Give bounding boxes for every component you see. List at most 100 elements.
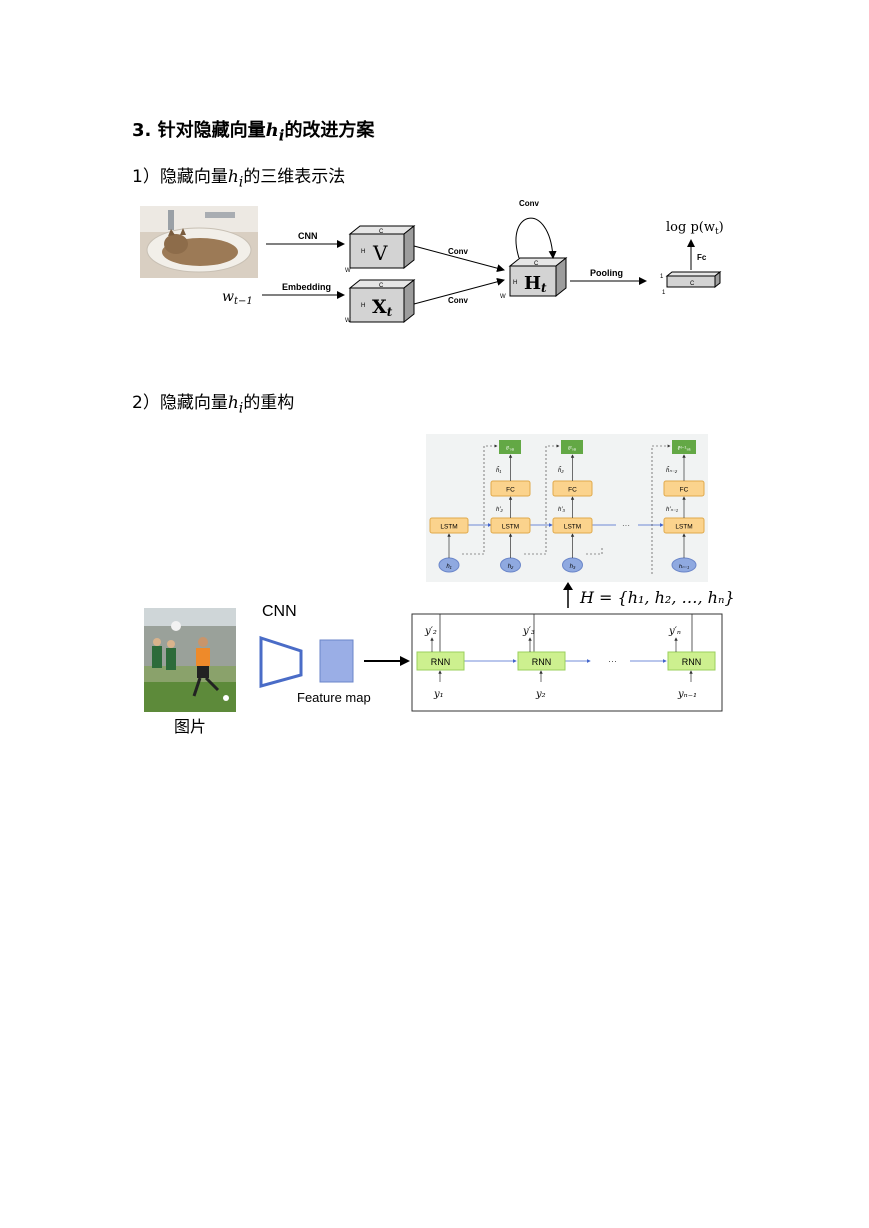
hhat-label-2: ĥ₂: [558, 467, 564, 474]
svg-text:W: W: [345, 318, 351, 324]
w-input-label: wt−1: [222, 289, 253, 307]
y-in-2: y₂: [535, 689, 546, 700]
hhat-label-1: ĥ₁: [496, 467, 501, 474]
fc-cell-1: FC: [490, 480, 531, 497]
svg-text:LSTM: LSTM: [440, 524, 457, 531]
hprime-label-2: h′₂: [496, 507, 503, 513]
svg-text:C: C: [534, 261, 539, 267]
conv-label-bottom: Conv: [448, 296, 469, 305]
heading-var-sub: i: [278, 126, 285, 145]
h-node-n: hₙ₋₁: [671, 557, 697, 573]
section-heading: 3. 针对隐藏向量hi的改进方案: [132, 116, 374, 145]
subheading-2-var-sub: i: [238, 400, 244, 417]
subheading-2-prefix: 2）隐藏向量: [132, 393, 228, 413]
rnn-cell-2: RNN: [517, 651, 566, 671]
svg-text:Ht: Ht: [524, 273, 547, 295]
y-out-2: y′₂: [424, 626, 437, 637]
subheading-2-var: h: [227, 393, 239, 413]
svg-text:h₃: h₃: [570, 564, 576, 570]
svg-text:ℓ²ₛₐ: ℓ²ₛₐ: [568, 446, 577, 452]
rnn-decoder-panel: ··· RNN RNN RNN y′₂ y′₃ y′ₙ y₁ y₂ yₙ₋₁: [411, 613, 723, 712]
svg-text:H: H: [513, 280, 517, 286]
logp-label: log p(wt): [666, 220, 724, 237]
rnn-cell-n: RNN: [667, 651, 716, 671]
subheading-2-suffix: 的重构: [243, 393, 295, 413]
svg-text:FC: FC: [568, 487, 577, 494]
svg-text:FC: FC: [506, 487, 515, 494]
pooling-label: Pooling: [590, 268, 623, 278]
svg-text:H: H: [361, 249, 365, 255]
subheading-1-var-sub: i: [238, 174, 244, 191]
svg-text:C: C: [379, 283, 384, 289]
svg-text:RNN: RNN: [682, 657, 702, 667]
lstm-ellipsis: ···: [622, 521, 630, 530]
fc-label: Fc: [697, 253, 707, 262]
feature-map-block: [319, 639, 354, 683]
svg-text:C: C: [379, 229, 384, 235]
conv-label-loop: Conv: [519, 199, 540, 208]
rnn-cell-1: RNN: [416, 651, 465, 671]
cnn-label: CNN: [298, 231, 318, 241]
soccer-photo: [144, 608, 236, 712]
hprime-label-n: h′ₙ₋₁: [666, 507, 678, 513]
h-node-2: h₂: [500, 557, 521, 573]
svg-text:ℓ¹ₛₐ: ℓ¹ₛₐ: [506, 446, 515, 452]
svg-text:RNN: RNN: [532, 657, 552, 667]
y-in-n: yₙ₋₁: [677, 689, 697, 700]
lstm-reconstruction-panel: ··· LSTM LSTM LSTM LSTM FC FC FC ℓ¹ₛₐ ℓ²…: [426, 434, 708, 582]
hprime-label-3: h′₃: [558, 507, 565, 513]
lstm-cell-3: LSTM: [552, 517, 593, 534]
subheading-1-var: h: [227, 167, 239, 187]
svg-text:h₁: h₁: [446, 564, 451, 570]
heading-var: h: [265, 120, 279, 141]
subheading-1-suffix: 的三维表示法: [243, 167, 346, 187]
y-out-n: y′ₙ: [668, 626, 681, 637]
lstm-cell-2: LSTM: [490, 517, 531, 534]
conv-label-top: Conv: [448, 247, 469, 256]
x-tensor-box: C H W Xt: [345, 278, 416, 324]
svg-text:W: W: [345, 268, 351, 274]
svg-text:LSTM: LSTM: [675, 524, 692, 531]
cnn-encoder-shape: [259, 635, 303, 688]
svg-text:ℓᴺ⁻¹ₛₐ: ℓᴺ⁻¹ₛₐ: [678, 445, 692, 452]
svg-text:FC: FC: [680, 487, 689, 494]
svg-text:Xt: Xt: [372, 296, 393, 319]
hhat-label-n: ĥₙ₋₂: [666, 467, 678, 474]
svg-text:W: W: [500, 294, 506, 300]
lstm-cell-n: LSTM: [663, 517, 705, 534]
svg-text:1: 1: [662, 290, 666, 296]
loss-box-2: ℓ²ₛₐ: [561, 440, 583, 454]
rnn-ellipsis: ···: [608, 656, 617, 666]
subheading-2: 2）隐藏向量hi的重构: [132, 388, 294, 416]
svg-text:H: H: [361, 303, 365, 309]
svg-text:hₙ₋₁: hₙ₋₁: [679, 564, 689, 570]
fc-cell-2: FC: [552, 480, 593, 497]
heading-suffix: 的改进方案: [284, 120, 375, 141]
feature-map-label: Feature map: [297, 690, 371, 705]
h-node-3: h₃: [562, 557, 583, 573]
h-set-label: H = {h₁, h₂, …, hₙ}: [579, 588, 735, 607]
h-node-1: h₁: [438, 557, 460, 573]
figure-3d-representation: CNN Embedding wt−1 C H W V C H W Xt Conv…: [140, 199, 724, 324]
heading-prefix: 3. 针对隐藏向量: [132, 120, 266, 141]
h-set-arrow: H = {h₁, h₂, …, hₙ}: [563, 582, 735, 608]
h-tensor-box: C H W Ht: [500, 256, 568, 300]
photo-caption: 图片: [174, 718, 206, 736]
loss-box-1: ℓ¹ₛₐ: [499, 440, 521, 454]
loss-box-n: ℓᴺ⁻¹ₛₐ: [672, 440, 696, 454]
y-out-3: y′₃: [522, 626, 535, 637]
cnn-label-2: CNN: [262, 603, 297, 620]
fc-cell-n: FC: [663, 480, 705, 497]
v-tensor-box: C H W V: [345, 224, 416, 274]
image-cnn-pipeline: 图片 CNN Feature map: [144, 603, 410, 736]
svg-text:RNN: RNN: [431, 657, 451, 667]
embedding-label: Embedding: [282, 282, 331, 292]
pooled-vector: C 1 1: [660, 270, 722, 296]
svg-text:h₂: h₂: [508, 564, 514, 570]
subheading-1: 1）隐藏向量hi的三维表示法: [132, 162, 345, 190]
svg-text:C: C: [690, 281, 695, 287]
y-in-1: y₁: [433, 689, 444, 700]
svg-text:LSTM: LSTM: [502, 524, 519, 531]
lstm-cell-1: LSTM: [429, 517, 469, 534]
svg-text:1: 1: [660, 274, 664, 280]
